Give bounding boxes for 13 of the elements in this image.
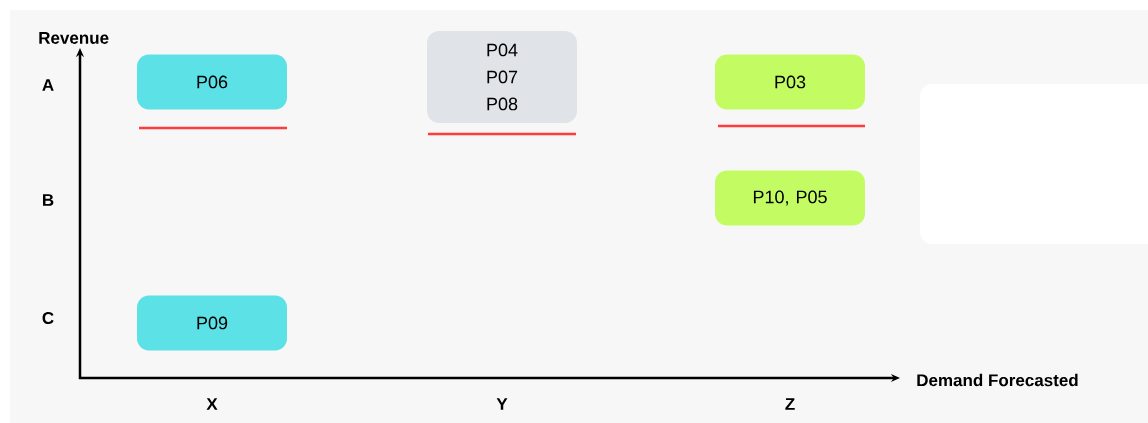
category-box: P04 P07 P08 — [427, 31, 577, 123]
category-box: P10, P05 — [715, 170, 865, 226]
axis-label: B — [43, 194, 54, 206]
axis-label: X — [206, 398, 218, 410]
axis-label: Z — [785, 398, 795, 410]
axis-title: Revenue — [39, 32, 109, 44]
category-box: P03 — [715, 54, 865, 110]
axis-label: C — [42, 312, 54, 325]
axis-title: Demand Forecasted — [917, 373, 1078, 387]
category-box: P06 — [137, 54, 287, 110]
category-box: P09 — [137, 295, 287, 351]
axis-label: A — [42, 79, 54, 91]
axis-label: Y — [496, 398, 508, 410]
